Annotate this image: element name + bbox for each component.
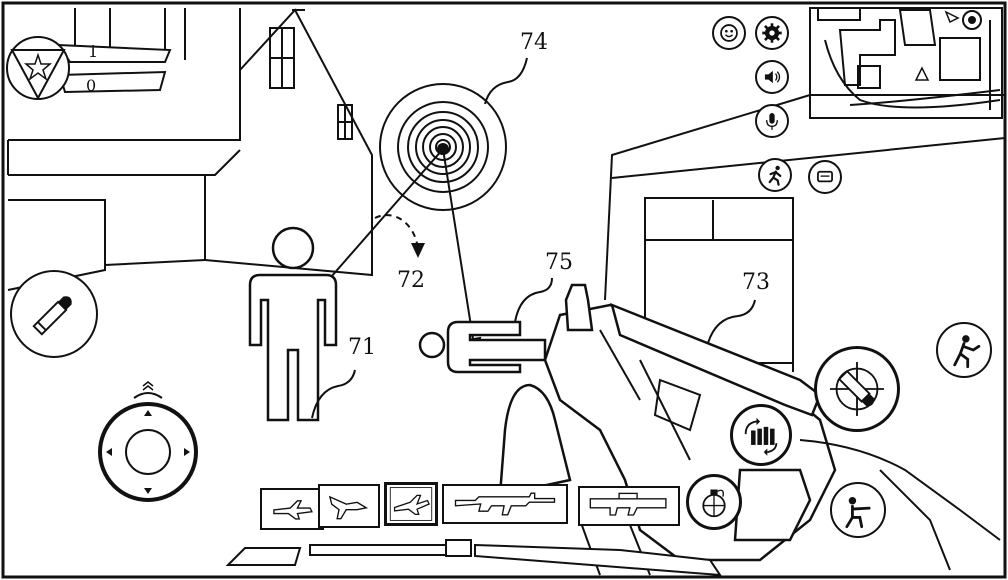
reload-icon xyxy=(744,417,778,456)
score-top: 1 xyxy=(88,42,99,61)
grenade-icon xyxy=(702,489,726,518)
run-button[interactable] xyxy=(758,158,792,192)
reload-button[interactable] xyxy=(730,404,792,466)
weapon-slot-plane-1[interactable] xyxy=(260,488,324,530)
chat-button[interactable] xyxy=(808,160,842,194)
fighter-jet-icon xyxy=(389,487,433,521)
label-rotation: 72 xyxy=(397,268,425,293)
standing-figure xyxy=(248,226,338,422)
score-bottom: 0 xyxy=(86,76,97,95)
microphone-button[interactable] xyxy=(755,104,789,138)
fighter-jet-icon xyxy=(328,495,369,520)
weapon-slot-plane-3[interactable] xyxy=(384,482,438,526)
star-icon xyxy=(23,52,53,82)
smiley-icon xyxy=(720,24,738,42)
crouch-icon xyxy=(953,335,981,369)
running-man-icon xyxy=(768,165,782,186)
target-rings xyxy=(379,83,507,211)
scope-fire-button[interactable] xyxy=(814,346,900,432)
fighter-jet-icon xyxy=(273,500,313,520)
bullet-crosshair-icon xyxy=(830,362,884,416)
ammo-button[interactable] xyxy=(10,270,98,358)
label-prone-figure: 75 xyxy=(545,250,573,275)
microphone-icon xyxy=(766,113,778,130)
team-badge xyxy=(6,36,172,101)
weapon-slot-rifle[interactable] xyxy=(442,484,568,524)
joystick[interactable] xyxy=(96,380,200,504)
assault-rifle-icon xyxy=(454,492,556,516)
location-pin-icon xyxy=(944,10,982,30)
weapon-slot-plane-2[interactable] xyxy=(318,484,380,528)
prone-figure xyxy=(418,320,547,374)
first-person-gun xyxy=(498,283,837,562)
bullet-icon xyxy=(32,296,72,336)
triangle-icon xyxy=(914,66,930,81)
label-firearm: 73 xyxy=(742,270,770,295)
sound-button[interactable] xyxy=(755,60,789,94)
gear-icon xyxy=(762,23,782,43)
weapon-slot-launcher[interactable] xyxy=(578,486,680,526)
minimap[interactable] xyxy=(809,7,1003,119)
chat-bubble-icon xyxy=(817,170,833,183)
emoji-button[interactable] xyxy=(712,16,746,50)
grenade-button[interactable] xyxy=(686,474,742,530)
kneeling-soldier-icon xyxy=(845,497,871,529)
prone-button[interactable] xyxy=(830,482,886,538)
label-standing-figure: 71 xyxy=(348,335,376,360)
label-target: 74 xyxy=(520,30,548,55)
dpad-icon xyxy=(98,381,198,502)
rocket-launcher-icon xyxy=(589,492,667,516)
crouch-button[interactable] xyxy=(936,322,992,378)
speaker-icon xyxy=(764,70,781,84)
settings-button[interactable] xyxy=(755,16,789,50)
